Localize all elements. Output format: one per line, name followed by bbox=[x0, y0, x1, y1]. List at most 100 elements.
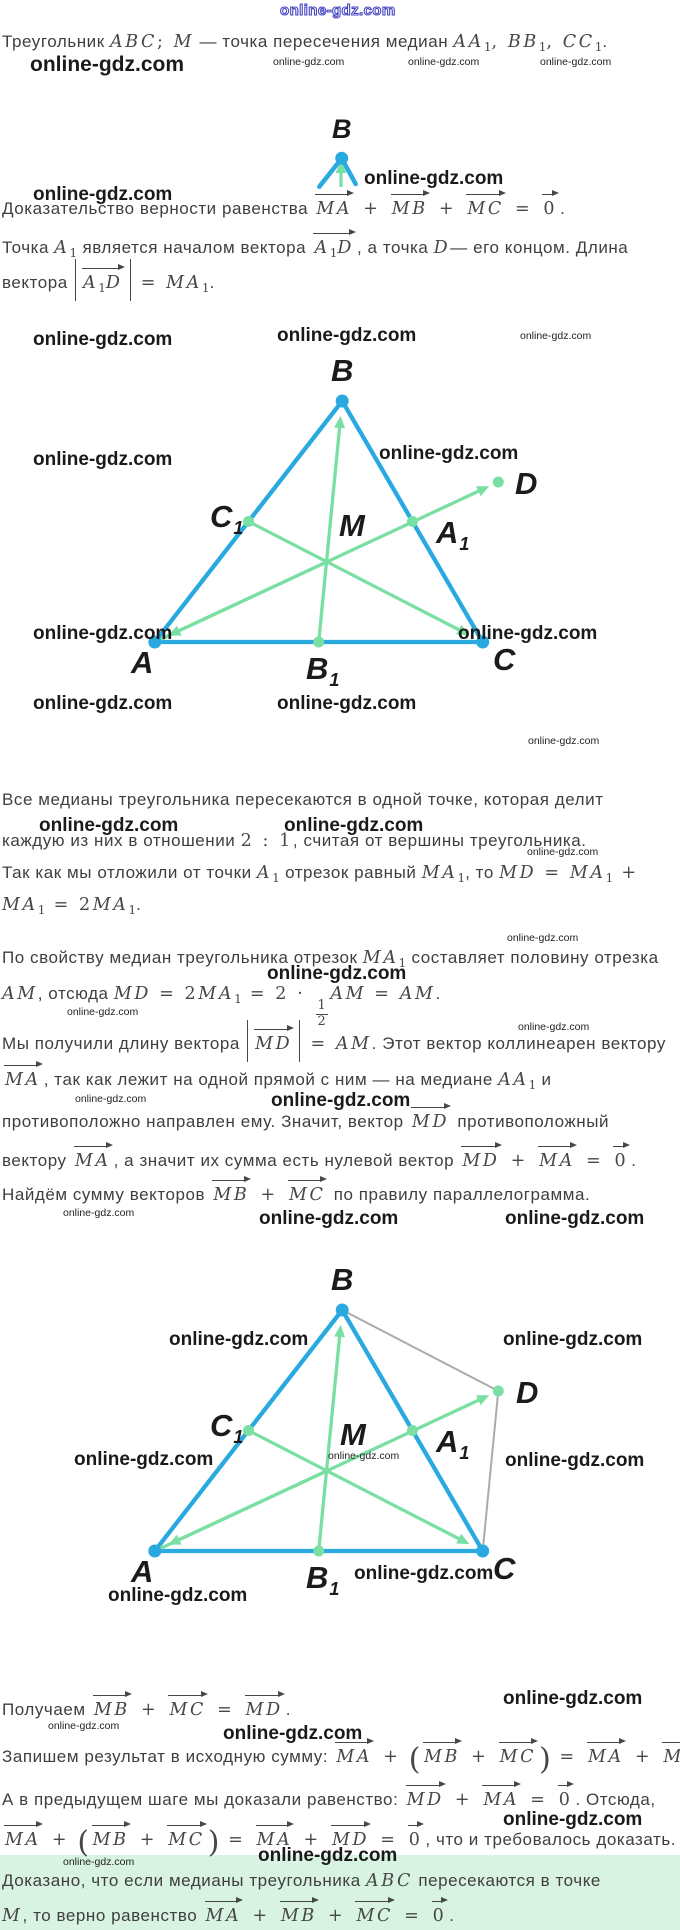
watermark: online-gdz.com bbox=[277, 325, 417, 346]
median-vector bbox=[317, 424, 342, 643]
watermark: online-gdz.com bbox=[258, 1845, 398, 1866]
point-label: C1 bbox=[210, 1408, 243, 1447]
text-line: MA1 = 2MA1. bbox=[2, 895, 141, 916]
math-text: + bbox=[252, 1185, 286, 1205]
math-text: MA bbox=[587, 1747, 624, 1767]
text-run: и bbox=[536, 1070, 552, 1089]
watermark: online-gdz.com bbox=[379, 443, 519, 464]
watermark: online-gdz.com bbox=[33, 623, 173, 644]
math-text: = bbox=[551, 1747, 585, 1767]
vector-notation: MC bbox=[465, 190, 506, 220]
vector-notation: MA bbox=[255, 1821, 295, 1851]
watermark: online-gdz.com bbox=[503, 1688, 643, 1709]
math-text: = bbox=[395, 1906, 430, 1926]
vector-notation: MD bbox=[244, 1691, 285, 1721]
math-text: MD bbox=[411, 1112, 450, 1132]
text-line: А в предыдущем шаге мы доказали равенств… bbox=[2, 1781, 656, 1811]
watermark: online-gdz.com bbox=[223, 1723, 363, 1744]
text-run: вектора bbox=[2, 273, 74, 292]
text-line: каждую из них в отношении 2 : 1, считая … bbox=[2, 831, 587, 852]
conclusion-highlight bbox=[0, 1855, 680, 1930]
math-text: = bbox=[506, 199, 541, 219]
text-run: . bbox=[435, 984, 441, 1003]
watermark: online-gdz.com bbox=[267, 963, 407, 984]
text-run: Доказано, что если медианы треугольника bbox=[2, 1871, 367, 1890]
watermark: online-gdz.com bbox=[48, 1720, 120, 1732]
point-label: B bbox=[331, 353, 353, 388]
vector-notation: MD bbox=[405, 1781, 446, 1811]
text-line: вектору MA, а значит их сумма есть нулев… bbox=[2, 1142, 637, 1172]
text-run: Так как мы отложили от точки bbox=[2, 863, 257, 882]
point-label: B bbox=[332, 114, 352, 144]
text-line: M, то верно равенство MA + MB + MC = 0. bbox=[2, 1897, 455, 1927]
arrowhead bbox=[168, 1534, 182, 1545]
math-text: + bbox=[462, 1747, 497, 1767]
text-line: Так как мы отложили от точки A1 отрезок … bbox=[2, 863, 639, 884]
math-text: 0 bbox=[543, 199, 558, 219]
math-text: AA1 bbox=[498, 1070, 537, 1092]
math-text: AM = AM bbox=[330, 984, 436, 1004]
math-text: 2 : 1 bbox=[240, 831, 293, 851]
math-text: M bbox=[2, 1906, 23, 1926]
watermark: online-gdz.com bbox=[408, 56, 480, 68]
watermark: online-gdz.com bbox=[540, 56, 612, 68]
math-text: MD = 2MA1 = 2 · bbox=[113, 984, 314, 1006]
math-text: MB bbox=[213, 1185, 250, 1205]
arrowhead bbox=[476, 486, 490, 497]
math-text: MA bbox=[5, 1070, 41, 1090]
vector-notation: MA bbox=[204, 1897, 244, 1927]
text-run: составляет половину отрезка bbox=[406, 948, 659, 967]
math-text: MC bbox=[499, 1747, 537, 1767]
watermark: online-gdz.com bbox=[30, 53, 184, 76]
point-label: C bbox=[493, 642, 516, 677]
math-text: A1D bbox=[314, 238, 354, 260]
math-text: MC bbox=[467, 199, 504, 219]
watermark: online-gdz.com bbox=[505, 1450, 645, 1471]
math-text: MB bbox=[391, 199, 428, 219]
watermark: online-gdz.com bbox=[74, 1449, 214, 1470]
text-run: А в предыдущем шаге мы доказали равенств… bbox=[2, 1790, 404, 1809]
watermark: online-gdz.com bbox=[354, 1563, 494, 1584]
vector-notation: MC bbox=[167, 1691, 208, 1721]
vector-notation: MD bbox=[410, 1103, 452, 1133]
text-run: . bbox=[631, 1151, 637, 1170]
math-text: MD = MA1 + bbox=[499, 863, 639, 885]
triangle-apex-figure: B bbox=[317, 114, 358, 189]
point-label: A1 bbox=[435, 515, 469, 554]
vector-notation: A1D bbox=[81, 264, 125, 294]
vertex-dot bbox=[476, 635, 490, 649]
text-run: Мы получили длину вектора bbox=[2, 1034, 246, 1053]
text-run: , так как лежит на одной прямой с ним — … bbox=[43, 1070, 499, 1089]
math-text: MA1 bbox=[421, 863, 466, 885]
vector-notation: MD bbox=[661, 1742, 680, 1768]
text-line: MA, так как лежит на одной прямой с ним … bbox=[2, 1061, 552, 1092]
watermark: online-gdz.com bbox=[528, 735, 600, 747]
math-text: MA bbox=[74, 1151, 111, 1171]
point-label: A1 bbox=[435, 1424, 469, 1463]
watermark: online-gdz.com bbox=[364, 168, 504, 189]
math-text: MC bbox=[288, 1185, 326, 1205]
vector-notation: MC bbox=[498, 1738, 539, 1768]
median-vector bbox=[247, 520, 463, 633]
paren: ( bbox=[77, 1825, 90, 1860]
apex-dot bbox=[335, 151, 349, 165]
text-run: Доказательство верности равенства bbox=[2, 199, 314, 218]
math-text: MD bbox=[331, 1830, 370, 1850]
arrowhead bbox=[456, 1533, 470, 1545]
vector-notation: MA bbox=[334, 1738, 374, 1768]
median-vector bbox=[247, 1429, 463, 1542]
text-line: Доказательство верности равенства MA + M… bbox=[2, 190, 565, 220]
math-text: + bbox=[502, 1151, 537, 1171]
math-text: 0 bbox=[408, 1830, 423, 1850]
vector-notation: 0 bbox=[557, 1781, 575, 1811]
math-text: = MA1 bbox=[132, 273, 210, 295]
arrowhead bbox=[456, 624, 470, 636]
watermark: online-gdz.com bbox=[503, 1329, 643, 1350]
math-text: = bbox=[219, 1830, 254, 1850]
midpoint-dot bbox=[243, 1425, 254, 1436]
math-text: AM bbox=[2, 984, 38, 1004]
text-run: . bbox=[209, 273, 215, 292]
point-label: B1 bbox=[306, 651, 339, 690]
